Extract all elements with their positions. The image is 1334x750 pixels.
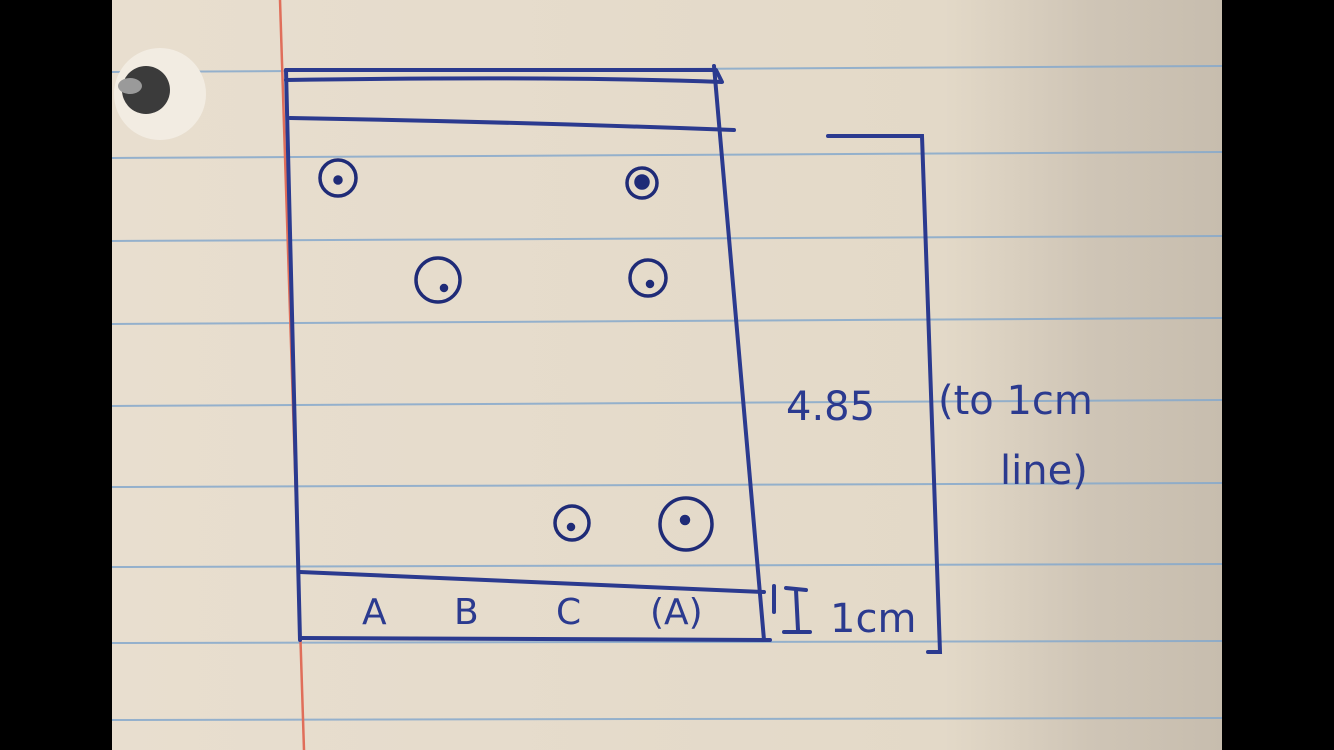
lane-labels: A B C (A)	[362, 592, 703, 633]
binder-hole	[114, 48, 206, 140]
lane-label-a-paren: (A)	[650, 592, 703, 633]
plate-outline	[284, 64, 772, 642]
lane-label-a: A	[362, 592, 387, 633]
lane-label-b: B	[454, 592, 479, 633]
distance-label: 4.85	[786, 384, 875, 430]
distance-note-line2: line)	[1000, 448, 1088, 494]
baseline-label: 1cm	[830, 596, 916, 642]
distance-bracket	[826, 134, 943, 654]
spot-group	[318, 158, 714, 552]
spot-1	[318, 158, 358, 198]
baseline-marker	[772, 584, 812, 634]
notebook-paper	[112, 0, 1222, 750]
lane-label-c: C	[556, 592, 581, 633]
spot-2	[625, 166, 659, 200]
distance-note-line1: (to 1cm	[938, 378, 1093, 424]
spot-4	[628, 258, 668, 298]
spot-6	[658, 496, 714, 552]
spot-5	[553, 504, 591, 542]
spot-3	[414, 256, 462, 304]
